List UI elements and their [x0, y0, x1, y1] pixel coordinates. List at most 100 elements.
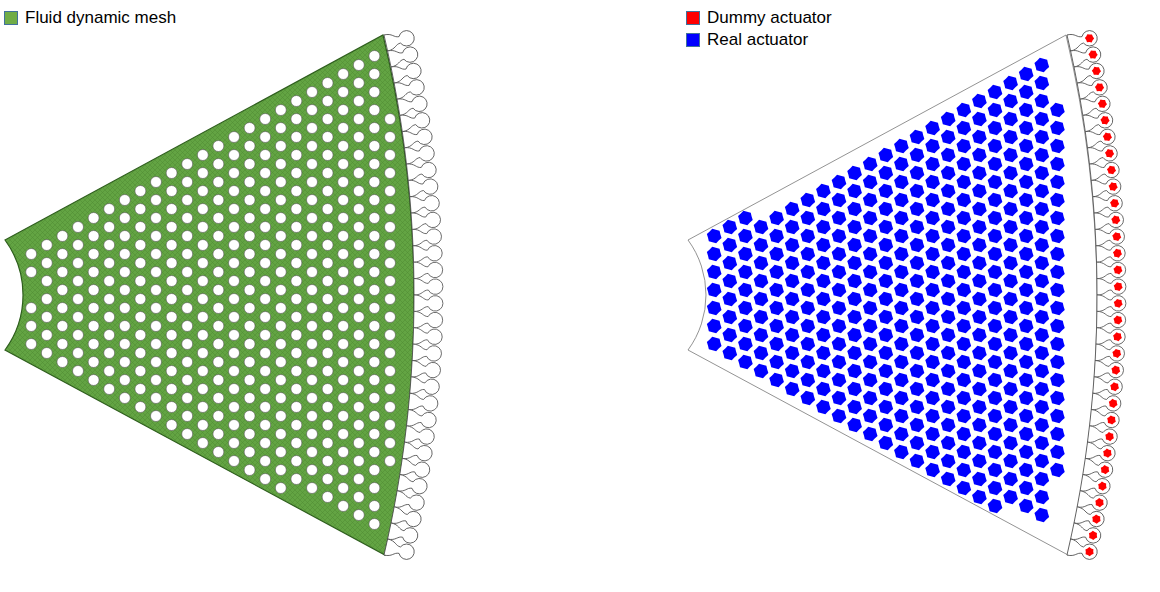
- actuator-hole: [353, 150, 364, 161]
- actuator-hole: [322, 384, 333, 395]
- actuator-hole: [322, 312, 333, 323]
- actuator-hole: [275, 285, 286, 296]
- actuator-hole: [151, 177, 162, 188]
- real-actuator: [1034, 454, 1049, 469]
- real-actuator: [800, 373, 815, 388]
- real-actuator: [1003, 436, 1018, 451]
- real-actuator: [1003, 76, 1018, 91]
- actuator-hole: [353, 420, 364, 431]
- dummy-actuator: [1094, 82, 1104, 92]
- actuator-hole: [338, 303, 349, 314]
- actuator-hole: [244, 249, 255, 260]
- real-actuator: [1034, 202, 1049, 217]
- real-actuator: [1019, 103, 1034, 118]
- real-actuator: [910, 130, 925, 145]
- real-actuator: [956, 283, 971, 298]
- real-actuator: [878, 400, 893, 415]
- actuator-hole: [88, 231, 99, 242]
- keyhole-slot: [1087, 426, 1118, 446]
- real-actuator: [863, 337, 878, 352]
- actuator-hole: [385, 186, 396, 197]
- actuator-hole: [322, 492, 333, 503]
- real-actuator: [707, 301, 722, 316]
- actuator-hole: [229, 132, 240, 143]
- actuator-hole: [385, 384, 396, 395]
- real-actuator: [1019, 337, 1034, 352]
- actuator-hole: [338, 321, 349, 332]
- actuator-hole: [307, 213, 318, 224]
- actuator-hole: [385, 168, 396, 179]
- dummy-actuator: [1111, 215, 1120, 224]
- keyhole-slot: [1091, 393, 1121, 412]
- dummy-actuator: [1100, 115, 1110, 125]
- real-actuator: [988, 499, 1003, 514]
- real-actuator: [832, 283, 847, 298]
- actuator-hole: [291, 240, 302, 251]
- real-actuator: [816, 256, 831, 271]
- actuator-hole: [166, 420, 177, 431]
- real-actuator: [707, 247, 722, 262]
- actuator-hole: [244, 123, 255, 134]
- real-actuator: [800, 319, 815, 334]
- real-actuator: [925, 319, 940, 334]
- real-actuator: [878, 436, 893, 451]
- real-actuator: [863, 211, 878, 226]
- real-actuator: [1003, 382, 1018, 397]
- actuator-hole: [151, 375, 162, 386]
- real-actuator: [925, 229, 940, 244]
- actuator-hole: [104, 294, 115, 305]
- real-actuator: [785, 202, 800, 217]
- real-actuator: [847, 238, 862, 253]
- dummy-actuator: [1110, 198, 1120, 208]
- real-actuator: [832, 265, 847, 280]
- real-actuator: [941, 238, 956, 253]
- actuator-hole: [338, 393, 349, 404]
- dummy-actuator: [1114, 282, 1123, 291]
- real-actuator: [1050, 319, 1065, 334]
- actuator-hole: [353, 438, 364, 449]
- real-actuator: [956, 373, 971, 388]
- actuator-hole: [291, 474, 302, 485]
- real-actuator: [988, 85, 1003, 100]
- actuator-hole: [322, 366, 333, 377]
- real-actuator: [832, 211, 847, 226]
- dummy-actuator: [1105, 148, 1115, 158]
- real-actuator: [894, 337, 909, 352]
- actuator-hole: [322, 204, 333, 215]
- actuator-hole: [322, 186, 333, 197]
- dummy-actuator: [1084, 33, 1095, 44]
- actuator-hole: [229, 168, 240, 179]
- actuator-hole: [244, 321, 255, 332]
- real-actuator: [1019, 157, 1034, 172]
- real-actuator: [1003, 490, 1018, 505]
- actuator-hole: [182, 267, 193, 278]
- real-actuator: [722, 346, 737, 361]
- real-actuator: [910, 364, 925, 379]
- actuator-hole: [104, 330, 115, 341]
- actuator-hole: [369, 447, 380, 458]
- actuator-hole: [104, 312, 115, 323]
- real-actuator: [722, 292, 737, 307]
- actuator-hole: [353, 114, 364, 125]
- real-actuator: [1034, 220, 1049, 235]
- actuator-hole: [275, 249, 286, 260]
- real-actuator: [894, 409, 909, 424]
- keyhole-slot: [1085, 442, 1116, 462]
- real-actuator: [769, 337, 784, 352]
- actuator-hole: [213, 393, 224, 404]
- actuator-hole: [275, 375, 286, 386]
- actuator-hole: [385, 456, 396, 467]
- actuator-hole: [307, 357, 318, 368]
- real-actuator: [941, 220, 956, 235]
- real-actuator: [988, 157, 1003, 172]
- actuator-hole: [275, 123, 286, 134]
- actuator-hole: [88, 321, 99, 332]
- actuator-hole: [291, 312, 302, 323]
- actuator-hole: [353, 186, 364, 197]
- actuator-hole: [119, 231, 130, 242]
- keyhole-slot: [1093, 194, 1123, 213]
- real-actuator: [1034, 130, 1049, 145]
- real-actuator: [910, 220, 925, 235]
- real-actuator: [1034, 364, 1049, 379]
- actuator-hole: [338, 285, 349, 296]
